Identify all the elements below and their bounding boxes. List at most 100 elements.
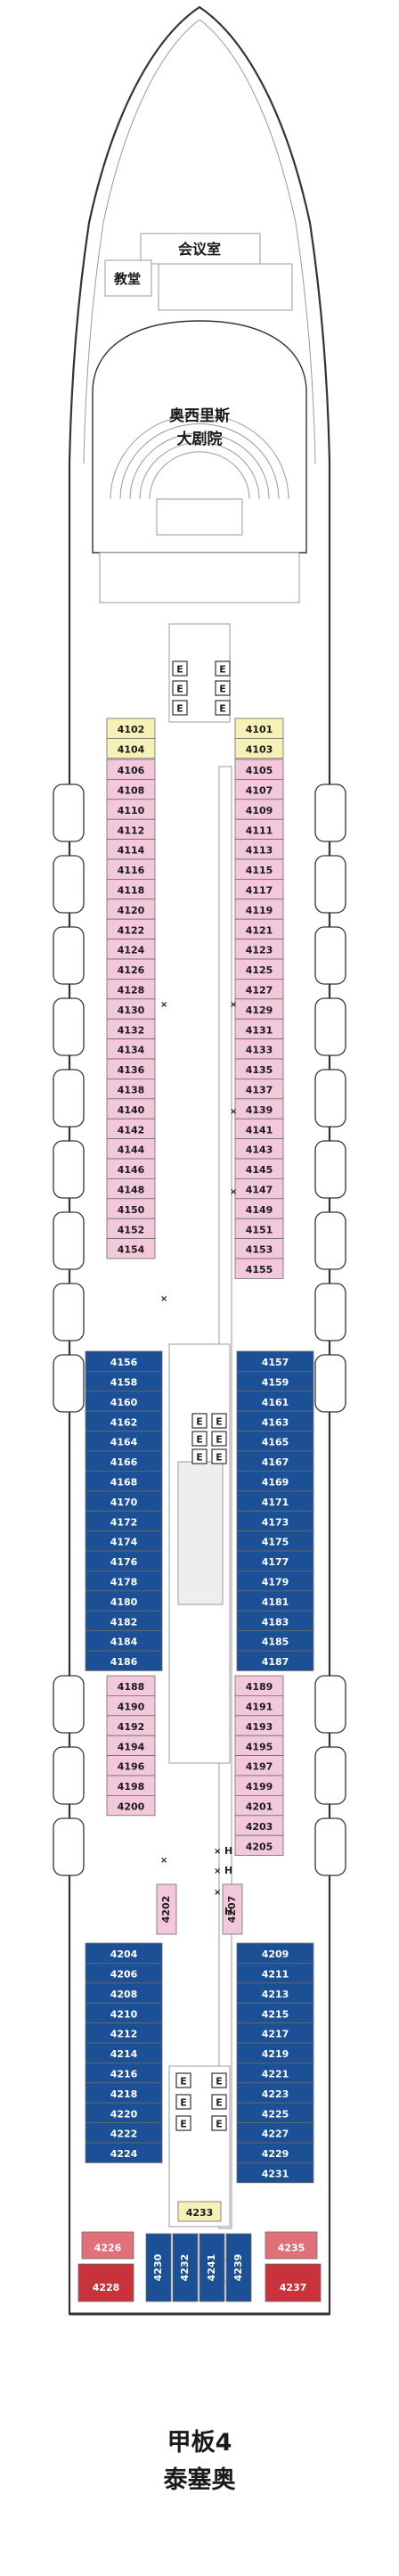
cabin-4233: 4233 bbox=[186, 2207, 214, 2219]
cabin-cell bbox=[85, 2142, 163, 2163]
elevator-icon: E bbox=[196, 1434, 203, 1446]
cabin-4202: 4202 bbox=[160, 1896, 172, 1924]
cabin-4218: 4218 bbox=[110, 2088, 138, 2100]
cabin-4123: 4123 bbox=[246, 945, 273, 956]
cabin-4228: 4228 bbox=[93, 2282, 120, 2293]
cabin-4166: 4166 bbox=[110, 1456, 138, 1468]
lifeboat bbox=[53, 1746, 85, 1805]
elevator-icon: E bbox=[216, 2119, 223, 2130]
theatre-outline bbox=[92, 320, 307, 554]
cabin-4111: 4111 bbox=[246, 824, 273, 836]
lifeboat bbox=[314, 997, 346, 1056]
cabin-4121: 4121 bbox=[246, 924, 273, 936]
cabin-4183: 4183 bbox=[262, 1616, 289, 1628]
elevator-box bbox=[175, 2094, 191, 2110]
cabin-cell bbox=[145, 2233, 172, 2302]
cabin-cell bbox=[236, 1650, 314, 1671]
cabin-4217: 4217 bbox=[262, 2029, 289, 2040]
cabin-4124: 4124 bbox=[118, 945, 145, 956]
elevator-icon: E bbox=[176, 664, 183, 676]
cabin-4173: 4173 bbox=[262, 1516, 289, 1528]
cabin-cell bbox=[156, 1883, 177, 1935]
cabin-4119: 4119 bbox=[246, 905, 273, 916]
connecting-cabin-icon: × bbox=[230, 1107, 237, 1117]
cabin-4213: 4213 bbox=[262, 1989, 289, 2000]
lifeboat bbox=[314, 783, 346, 842]
cabin-4189: 4189 bbox=[246, 1681, 273, 1693]
cabin-4112: 4112 bbox=[118, 824, 145, 836]
cabin-4232: 4232 bbox=[179, 2254, 191, 2282]
connecting-cabin-icon: × bbox=[230, 1000, 237, 1010]
cabin-4143: 4143 bbox=[246, 1144, 273, 1156]
cabin-cell bbox=[81, 2231, 134, 2260]
lifeboat bbox=[314, 926, 346, 985]
cabin-4118: 4118 bbox=[118, 885, 145, 897]
cabin-4158: 4158 bbox=[110, 1377, 138, 1389]
cabin-4226: 4226 bbox=[94, 2243, 122, 2254]
elevator-box bbox=[175, 2072, 191, 2088]
cabin-4106: 4106 bbox=[118, 765, 145, 776]
elevator-icon: E bbox=[180, 2076, 187, 2088]
lifeboat bbox=[53, 1140, 85, 1199]
cabin-4220: 4220 bbox=[110, 2108, 138, 2120]
cabin-4181: 4181 bbox=[262, 1596, 289, 1608]
cabin-4237: 4237 bbox=[280, 2282, 307, 2293]
cabin-4103: 4103 bbox=[246, 744, 273, 756]
elevator-box bbox=[172, 660, 188, 677]
elevator-icon: E bbox=[180, 2119, 187, 2130]
cabin-4182: 4182 bbox=[110, 1616, 138, 1628]
cabin-4144: 4144 bbox=[118, 1144, 145, 1156]
cabin-4211: 4211 bbox=[262, 1969, 289, 1981]
cabin-4208: 4208 bbox=[110, 1989, 138, 2000]
cabin-4127: 4127 bbox=[246, 985, 273, 997]
accessible-cabin-icon: H bbox=[224, 1865, 232, 1876]
cabin-cell bbox=[106, 738, 156, 759]
cabin-4222: 4222 bbox=[110, 2129, 138, 2140]
cabin-4142: 4142 bbox=[118, 1124, 145, 1136]
cabin-cell bbox=[225, 2233, 252, 2302]
connecting-cabin-icon: × bbox=[160, 1000, 167, 1010]
cabin-4180: 4180 bbox=[110, 1596, 138, 1608]
elevator-icon: E bbox=[219, 684, 226, 695]
cabin-4104: 4104 bbox=[118, 744, 145, 756]
cabin-4102: 4102 bbox=[118, 724, 145, 735]
cabin-cell bbox=[234, 1258, 284, 1279]
lifeboat bbox=[314, 1817, 346, 1876]
elevator-icon: E bbox=[196, 1452, 203, 1464]
accessible-cabin-icon: H bbox=[224, 1906, 232, 1917]
theatre-seat-row bbox=[149, 451, 250, 500]
lifeboat bbox=[53, 1675, 85, 1734]
cabin-cell bbox=[234, 738, 284, 759]
lifeboat bbox=[53, 1354, 85, 1413]
cabin-4209: 4209 bbox=[262, 1948, 289, 1960]
cabin-4192: 4192 bbox=[118, 1721, 145, 1733]
cabin-4129: 4129 bbox=[246, 1005, 273, 1016]
lifeboat bbox=[53, 1211, 85, 1270]
cabin-4227: 4227 bbox=[262, 2129, 289, 2140]
cabin-4168: 4168 bbox=[110, 1477, 138, 1489]
cabin-4145: 4145 bbox=[246, 1164, 273, 1176]
cabin-4133: 4133 bbox=[246, 1045, 273, 1056]
cabin-4139: 4139 bbox=[246, 1104, 273, 1116]
cabin-4235: 4235 bbox=[278, 2243, 305, 2254]
connecting-cabin-icon: × bbox=[230, 1187, 237, 1197]
theatre-label-line1: 奥西里斯 bbox=[169, 406, 230, 425]
cabin-4177: 4177 bbox=[262, 1556, 289, 1568]
cabin-cell bbox=[85, 1650, 163, 1671]
theatre-stage bbox=[156, 498, 243, 536]
elevator-box bbox=[191, 1413, 208, 1429]
chapel-label: 教堂 bbox=[113, 271, 141, 287]
cabin-cell bbox=[106, 1795, 156, 1817]
lifeboat bbox=[53, 783, 85, 842]
cabin-4216: 4216 bbox=[110, 2069, 138, 2080]
lifeboat bbox=[53, 1817, 85, 1876]
cabin-cell bbox=[77, 2263, 134, 2302]
cabin-4199: 4199 bbox=[246, 1781, 273, 1793]
cabin-4187: 4187 bbox=[262, 1656, 289, 1668]
cabin-cell bbox=[236, 2162, 314, 2184]
chapel-box bbox=[104, 259, 152, 297]
cabin-4171: 4171 bbox=[262, 1497, 289, 1508]
hull-inner-right bbox=[199, 19, 316, 464]
lifeboat bbox=[314, 1140, 346, 1199]
